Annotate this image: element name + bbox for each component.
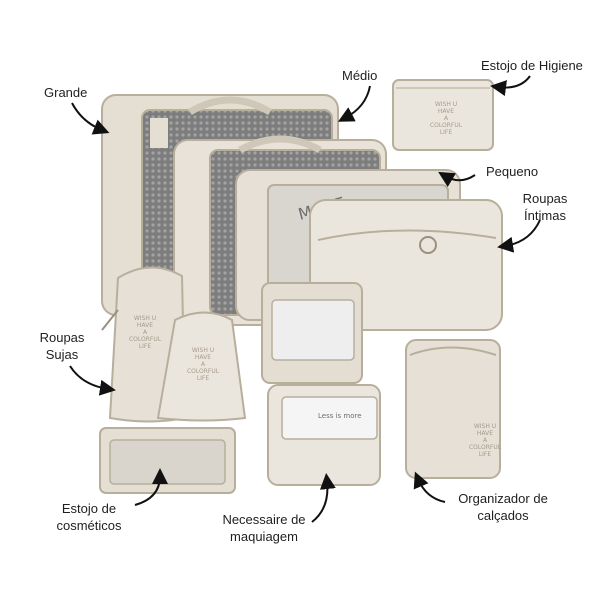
pouch-print-line-4: COLORFUL xyxy=(430,122,463,129)
pouch-print-line-1: WISH U xyxy=(435,101,457,108)
label-medio-text: Médio xyxy=(342,68,378,83)
shoe-print-line-4: COLORFUL xyxy=(469,444,502,451)
label-pequeno-text: Pequeno xyxy=(486,164,539,179)
label-pequeno: Pequeno xyxy=(486,163,538,180)
label-roupas-sujas-line-1: Roupas xyxy=(39,330,85,345)
arrow-estojo-cosmeticos xyxy=(134,468,168,506)
arrow-necessaire xyxy=(311,473,336,523)
laundry-bag-small xyxy=(156,311,247,422)
bag2-print-line-2: HAVE xyxy=(195,354,211,361)
bag1-print-line-1: WISH U xyxy=(134,315,156,322)
cosmetic-clear-bag xyxy=(99,427,236,494)
label-grande: Grande xyxy=(44,84,87,101)
arrow-pequeno xyxy=(438,171,476,187)
bag1-print-line-5: LIFE xyxy=(139,343,152,350)
label-necessaire-line-2: maquiagem xyxy=(230,529,298,544)
shoe-print-line-1: WISH U xyxy=(474,423,496,430)
bag2-print-line-3: A xyxy=(201,361,206,368)
label-medio: Médio xyxy=(342,67,377,84)
arrow-medio xyxy=(337,85,371,122)
label-roupas-intimas-line-1: Roupas xyxy=(522,191,568,206)
arrow-estojo-higiene xyxy=(490,75,531,97)
label-estojo-cosmeticos: Estojo de cosméticos xyxy=(44,500,134,534)
hanging-makeup-organizer: Less is more xyxy=(261,282,381,486)
label-organizador: Organizador de calçados xyxy=(448,490,558,524)
bag1-print-line-2: HAVE xyxy=(137,322,153,329)
label-organizador-line-2: calçados xyxy=(477,508,529,523)
shoe-print-line-3: A xyxy=(483,437,488,444)
bag2-print-line-5: LIFE xyxy=(197,375,210,382)
label-roupas-sujas: Roupas Sujas xyxy=(28,329,96,363)
label-estojo-higiene-text: Estojo de Higiene xyxy=(481,58,583,73)
shoe-organizer xyxy=(405,339,501,479)
arrow-roupas-sujas xyxy=(69,365,116,396)
bag2-print-line-4: COLORFUL xyxy=(187,368,220,375)
label-grande-text: Grande xyxy=(44,85,88,100)
bag1-print-line-4: COLORFUL xyxy=(129,336,162,343)
arrow-organizador xyxy=(413,471,446,503)
arrow-roupas-intimas xyxy=(497,219,541,253)
label-roupas-intimas-line-2: Íntimas xyxy=(524,208,566,223)
pouch-print-line-2: HAVE xyxy=(438,108,454,115)
pouch-print-line-5: LIFE xyxy=(440,129,453,136)
label-roupas-intimas: Roupas Íntimas xyxy=(510,190,580,224)
arrow-grande xyxy=(71,102,110,135)
label-organizador-line-1: Organizador de xyxy=(458,491,548,506)
label-roupas-sujas-line-2: Sujas xyxy=(45,347,79,362)
shoe-print-line-2: HAVE xyxy=(477,430,493,437)
shoe-print-line-5: LIFE xyxy=(479,451,492,458)
label-estojo-cosmeticos-line-1: Estojo de xyxy=(61,501,117,516)
pouch-print-line-3: A xyxy=(444,115,449,122)
label-estojo-higiene: Estojo de Higiene xyxy=(481,57,583,74)
label-necessaire-line-1: Necessaire de xyxy=(222,512,306,527)
bag1-print-line-3: A xyxy=(143,329,148,336)
label-necessaire: Necessaire de maquiagem xyxy=(214,511,314,545)
bag2-print-line-1: WISH U xyxy=(192,347,214,354)
mirror-print-less-is-more: Less is more xyxy=(318,412,362,420)
toiletry-pouch xyxy=(392,79,494,151)
label-estojo-cosmeticos-line-2: cosméticos xyxy=(56,518,122,533)
